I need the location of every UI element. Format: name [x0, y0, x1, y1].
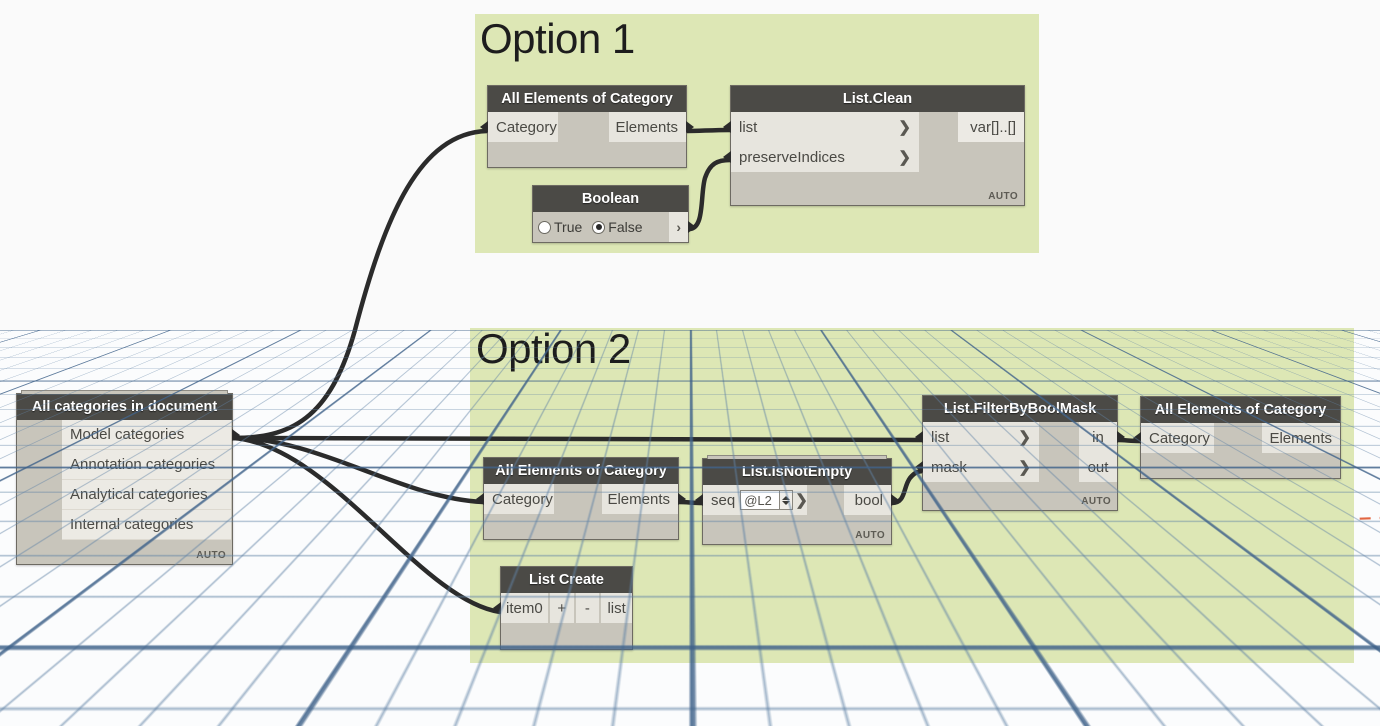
seq-level-value[interactable]: @L2 — [744, 492, 772, 508]
group-option-2-title: Option 2 — [476, 325, 631, 372]
output-port-nub[interactable] — [232, 429, 240, 441]
input-port-nub[interactable] — [480, 121, 488, 133]
radio-icon-true[interactable] — [538, 220, 551, 234]
category-item-internal[interactable]: Internal categories — [62, 510, 231, 540]
node-all-elements-of-category-right[interactable]: All Elements of Category Category Elemen… — [1133, 396, 1341, 479]
radio-option-false[interactable]: False — [587, 219, 647, 235]
port-row: Category Elements — [480, 112, 694, 142]
output-port-nub[interactable] — [678, 493, 686, 505]
output-port-nub[interactable] — [1117, 431, 1125, 443]
node-title: All Elements of Category — [1141, 397, 1340, 423]
chevron-right-icon[interactable]: ❯ — [898, 148, 911, 166]
chevron-right-icon[interactable]: ❯ — [898, 118, 911, 136]
output-port-nub[interactable] — [891, 494, 899, 506]
input-port-nub[interactable] — [476, 493, 484, 505]
node-all-elements-of-category-option2[interactable]: All Elements of Category Category Elemen… — [476, 457, 686, 540]
input-port-list-label: list — [931, 428, 950, 446]
port-row: Category Elements — [476, 484, 686, 514]
node-title: List.FilterByBoolMask — [923, 396, 1117, 422]
port-row-list: list ❯ in — [915, 422, 1125, 452]
input-port-preserveindices[interactable]: preserveIndices ❯ — [731, 142, 919, 172]
radio-option-true[interactable]: True — [533, 219, 587, 235]
port-row-mask: mask ❯ out — [915, 452, 1117, 482]
boolean-toggle-row: True False › — [533, 212, 696, 242]
output-port-nub[interactable] — [686, 121, 694, 133]
input-port-list-label: list — [739, 118, 758, 136]
port-row: item0 + - list — [493, 593, 633, 623]
node-title: List.Clean — [731, 86, 1024, 112]
seq-level-stepper[interactable]: @L2 — [740, 490, 794, 510]
node-all-elements-of-category-option1[interactable]: All Elements of Category Category Elemen… — [480, 85, 694, 168]
auto-badge: AUTO — [988, 191, 1018, 202]
node-list-clean[interactable]: List.Clean list ❯ var[]..[] preserveIndi… — [723, 85, 1025, 206]
node-title: All Elements of Category — [484, 458, 678, 484]
input-port-mask[interactable]: mask ❯ — [923, 452, 1039, 482]
output-port-out[interactable]: out — [1079, 452, 1117, 482]
input-port-seq-label: seq — [711, 491, 736, 509]
output-port-elements[interactable]: Elements — [1262, 423, 1340, 453]
radio-label-true: True — [554, 219, 583, 235]
output-port-in[interactable]: in — [1079, 422, 1117, 452]
output-port-nub[interactable] — [688, 221, 696, 233]
stepper-up-icon[interactable] — [782, 495, 791, 500]
node-list-filterbyboolmask[interactable]: List.FilterByBoolMask list ❯ in mask ❯ o… — [915, 395, 1125, 511]
auto-badge: AUTO — [1081, 496, 1111, 507]
port-row: Category Elements — [1133, 423, 1340, 453]
category-item-annotation[interactable]: Annotation categories — [62, 450, 231, 480]
input-port-nub[interactable] — [695, 494, 703, 506]
node-title: List.IsNotEmpty — [703, 459, 891, 485]
port-row-seq: seq @L2 ❯ bool — [695, 485, 899, 515]
node-title: Boolean — [533, 186, 688, 212]
auto-badge: AUTO — [196, 550, 226, 561]
input-port-item0[interactable]: item0 — [501, 593, 548, 623]
input-port-seq[interactable]: seq @L2 ❯ — [703, 485, 808, 515]
group-option-1-title: Option 1 — [480, 15, 635, 62]
port-row-preserveindices: preserveIndices ❯ — [723, 142, 1024, 172]
chevron-right-icon[interactable]: ❯ — [795, 491, 808, 509]
chevron-right-icon[interactable]: ❯ — [1018, 458, 1031, 476]
input-port-list[interactable]: list ❯ — [923, 422, 1039, 452]
node-title: List Create — [501, 567, 632, 593]
input-port-nub[interactable] — [493, 602, 501, 614]
stepper-down-icon[interactable] — [782, 500, 791, 505]
input-port-nub[interactable] — [1133, 432, 1141, 444]
stepper-arrows[interactable] — [779, 491, 793, 509]
output-port-boolean[interactable]: › — [669, 212, 688, 242]
node-stack-shadow — [707, 455, 887, 460]
remove-item-button[interactable]: - — [575, 593, 600, 623]
node-title: All categories in document — [17, 394, 232, 420]
category-item-analytical[interactable]: Analytical categories — [62, 480, 231, 510]
input-port-nub[interactable] — [723, 151, 731, 163]
input-port-category[interactable]: Category — [484, 484, 554, 514]
input-port-mask-label: mask — [931, 458, 967, 476]
output-port-bool[interactable]: bool — [844, 485, 891, 515]
category-item-model[interactable]: Model categories — [62, 420, 231, 450]
input-port-nub[interactable] — [915, 461, 923, 473]
output-port-elements[interactable]: Elements — [609, 112, 686, 142]
node-list-isnotempty[interactable]: List.IsNotEmpty seq @L2 ❯ bool — [695, 455, 899, 545]
input-port-nub[interactable] — [915, 431, 923, 443]
input-port-preserveindices-label: preserveIndices — [739, 148, 845, 166]
output-port-list[interactable]: list — [601, 593, 633, 623]
output-port-elements[interactable]: Elements — [602, 484, 678, 514]
output-port-var[interactable]: var[]..[] — [958, 112, 1024, 142]
input-port-list[interactable]: list ❯ — [731, 112, 919, 142]
input-port-nub[interactable] — [723, 121, 731, 133]
node-title: All Elements of Category — [488, 86, 686, 112]
add-item-button[interactable]: + — [549, 593, 574, 623]
chevron-right-icon[interactable]: ❯ — [1018, 428, 1031, 446]
input-port-category[interactable]: Category — [488, 112, 558, 142]
node-all-categories-in-document[interactable]: All categories in document Model categor… — [16, 390, 240, 565]
port-row-list: list ❯ var[]..[] — [723, 112, 1024, 142]
radio-label-false: False — [608, 219, 643, 235]
input-port-category[interactable]: Category — [1141, 423, 1214, 453]
node-stack-shadow — [21, 390, 228, 395]
auto-badge: AUTO — [855, 530, 885, 541]
node-boolean[interactable]: Boolean True False › — [532, 185, 696, 243]
node-list-create[interactable]: List Create item0 + - list — [493, 566, 633, 650]
radio-icon-false-selected[interactable] — [592, 220, 606, 234]
